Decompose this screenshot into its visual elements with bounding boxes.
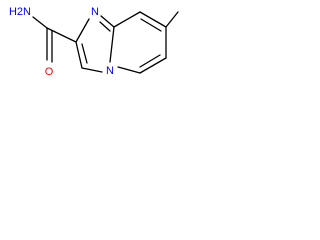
bond-c8a-c8: [113, 11, 141, 28]
bond-c3-c2-double: [81, 43, 88, 64]
bond-c5-n4: [117, 66, 141, 74]
chemical-structure-diagram: H2N O N N: [9, 6, 179, 78]
bond-c6-c5: [139, 57, 167, 74]
atom-label-bridgehead-nitrogen: N: [106, 65, 114, 77]
bond-n4-c3: [81, 67, 103, 73]
bond-n1-c8a-double: [99, 21, 111, 32]
bond-c7-methyl: [165, 11, 179, 28]
bond-c8a-n4: [109, 26, 115, 63]
bond-n1-c8a: [100, 15, 115, 28]
bond-c2-n1: [75, 18, 90, 43]
bond-c8-c7-double: [140, 18, 162, 32]
bond-c8-c7: [139, 11, 167, 28]
bond-c3-c2: [75, 41, 83, 69]
bond-c6-c5-double: [139, 54, 161, 68]
bond-amide-c-n: [32, 16, 48, 29]
bond-amide-c-c2: [46, 27, 77, 43]
atom-label-amide-nh2: H2N: [9, 6, 31, 18]
atom-label-oxygen: O: [45, 66, 54, 78]
atom-label-ring-nitrogen: N: [91, 6, 99, 18]
